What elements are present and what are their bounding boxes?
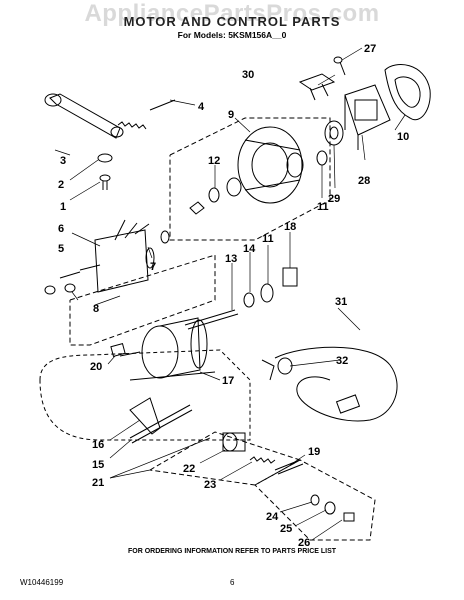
callout-11b: 11: [262, 233, 274, 245]
callout-20: 20: [90, 361, 102, 373]
page-title: MOTOR AND CONTROL PARTS: [123, 14, 341, 29]
callout-26: 26: [298, 537, 310, 549]
callout-27: 27: [364, 43, 376, 55]
part-24: [310, 494, 320, 506]
callout-24: 24: [266, 511, 279, 523]
callout-15: 15: [92, 459, 104, 471]
callout-14: 14: [243, 243, 256, 255]
callout-22: 22: [183, 463, 195, 475]
part-washer-2: [97, 153, 113, 163]
part-gasket-10: [384, 64, 431, 121]
model-line: For Models: 5KSM156A__0: [177, 30, 287, 40]
watermark: AppliancePartsPros.com: [84, 0, 380, 27]
part-spring-23: [249, 456, 276, 464]
part-bearing-11-top: [316, 150, 328, 166]
callout-29: 29: [328, 193, 340, 205]
part-rod-13: [184, 309, 239, 330]
part-armature-6: [59, 219, 155, 293]
callout-25: 25: [280, 523, 292, 535]
callout-4: 4: [198, 101, 205, 113]
callout-28: 28: [358, 175, 370, 187]
lower-group-outline: [69, 254, 216, 346]
part-washer-14: [243, 292, 255, 308]
callout-10: 10: [397, 131, 409, 143]
callout-5: 5: [58, 243, 64, 255]
callout-17: 17: [222, 375, 234, 387]
part-bearing-11-mid: [260, 283, 274, 303]
part-washer-5: [44, 285, 56, 295]
callout-18: 18: [284, 221, 296, 233]
part-screw-1: [99, 174, 111, 190]
callout-8: 8: [93, 303, 99, 315]
part-washer-7: [160, 230, 170, 244]
part-bushing-12: [208, 177, 242, 203]
part-control-22: [222, 432, 246, 452]
callout-12: 12: [208, 155, 220, 167]
part-bushing-18: [282, 267, 298, 287]
callout-9: 9: [228, 109, 234, 121]
part-arm-15: [129, 404, 193, 444]
callout-11: 11: [317, 201, 329, 213]
callout-13: 13: [225, 253, 237, 265]
callout-2: 2: [58, 179, 64, 191]
part-bracket-30: [298, 73, 336, 101]
callout-7: 7: [150, 261, 156, 273]
callout-1: 1: [60, 201, 66, 213]
callout-23: 23: [204, 479, 216, 491]
part-strain-relief-32: [261, 357, 293, 381]
part-screw-27: [333, 56, 346, 76]
part-shaft-3: [44, 93, 124, 139]
part-spring-4: [117, 99, 176, 130]
part-rod-19: [274, 459, 304, 475]
motor-case-outline: [39, 349, 251, 441]
part-cord-31: [274, 346, 398, 422]
page-number: 6: [230, 578, 235, 587]
callout-32: 32: [336, 355, 348, 367]
callout-6: 6: [58, 223, 64, 235]
callout-21: 21: [92, 477, 104, 489]
housing-group-outline: [169, 117, 331, 241]
ordering-note: FOR ORDERING INFORMATION REFER TO PARTS …: [127, 548, 337, 555]
part-lever-16: [129, 397, 161, 435]
callout-3: 3: [60, 155, 66, 167]
part-8: [64, 283, 76, 293]
part-clip: [189, 201, 205, 215]
part-stator-17: [119, 317, 216, 381]
part-26: [343, 512, 355, 522]
callout-16: 16: [92, 439, 104, 451]
callout-19: 19: [308, 446, 320, 458]
part-control-board-28: [344, 84, 391, 150]
part-fan-29: [324, 120, 344, 146]
callout-labels: 1 2 3 4 5 6 7 8 9 10 11 11 12 13 14 15 1…: [58, 43, 409, 549]
callout-30: 30: [242, 69, 254, 81]
part-end-bell-9: [237, 126, 304, 204]
callout-31: 31: [335, 296, 347, 308]
part-25: [324, 501, 336, 515]
part-brush-20: [110, 343, 126, 357]
document-number: W10446199: [20, 578, 64, 587]
leader-lines: [54, 47, 406, 541]
